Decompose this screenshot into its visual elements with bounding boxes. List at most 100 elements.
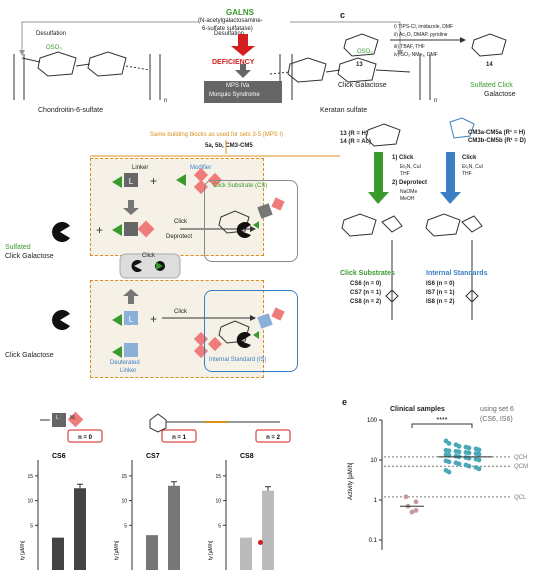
galns-sub2: 6-sulfate sulfatase) <box>202 26 253 32</box>
scatter-point <box>456 443 462 449</box>
clinical-note2: (CS6, IS6) <box>480 416 513 423</box>
y-tick-label: 10 <box>27 499 33 505</box>
cs7-label: CS7 (n = 1) <box>350 290 382 296</box>
react-click-cond2: THF <box>400 171 410 177</box>
react2-click: Click <box>462 155 477 161</box>
panel-e-label: e <box>342 397 348 407</box>
y-tick-label: 15 <box>121 474 127 480</box>
bar <box>74 488 86 570</box>
svg-text:L: L <box>129 315 134 324</box>
sulfated-label-2: Click Galactose <box>5 253 54 260</box>
react-deprotect-cond2: MeOH <box>400 196 415 202</box>
react2-cond2: THF <box>462 171 472 177</box>
y-tick-label: 10 <box>370 458 377 464</box>
so3-label-right: OSO₃ <box>357 49 373 55</box>
y-tick-label: 5 <box>124 523 127 529</box>
panel-c-svg <box>341 33 507 320</box>
scatter-point <box>456 449 462 455</box>
cs6-label: CS6 (n = 0) <box>350 281 382 287</box>
click-label-lower: Click <box>174 309 187 315</box>
click-galactose-label: Click Galactose <box>5 352 54 359</box>
n-label: n = 2 <box>266 435 281 441</box>
step-4: iv) SO₃·NMe₃, DMF <box>394 52 438 58</box>
cmp-14: 14 <box>486 62 493 68</box>
bar <box>146 535 158 570</box>
is8-label: IS8 (n = 2) <box>426 299 455 305</box>
react2-cond1: Et₃N, CuI <box>462 164 483 170</box>
react-click: 1) Click <box>392 155 414 161</box>
scatter-point <box>413 507 419 513</box>
n-label-box <box>67 429 103 443</box>
building-block-icons: L + + L + <box>52 167 256 359</box>
scatter-point <box>476 451 482 457</box>
svg-text:+: + <box>96 223 103 237</box>
y-tick-label: 100 <box>367 418 378 424</box>
cs-box: Click Substrate (CS) <box>204 180 298 262</box>
galns-sub1: (N-acetylgalactosamine- <box>198 18 263 24</box>
cs-title: Click Substrates <box>340 270 395 277</box>
y-axis-label: ty [µM/h] <box>20 540 26 560</box>
sulfated-click-1: Sulfated Click <box>470 82 513 89</box>
scatter-point <box>413 499 419 505</box>
legend-m: M₁ <box>70 415 76 421</box>
is-box: Internal Standard (IS) <box>204 290 298 372</box>
chondroitin-label: Chondroitin-6-sulfate <box>38 107 103 114</box>
disease-name: MPS IVa <box>226 83 250 89</box>
cmp-13: 13 <box>356 62 363 68</box>
is7-label: IS7 (n = 1) <box>426 290 455 296</box>
significance-bracket <box>411 423 473 428</box>
linker-label: Linker <box>132 165 149 171</box>
click-label-middle: Click <box>142 253 155 259</box>
n-label-1: n <box>164 98 168 104</box>
scatter-point <box>466 450 472 456</box>
n-label-2: n <box>434 98 438 104</box>
y-tick-label: 5 <box>218 523 221 529</box>
lower-dash-box <box>90 280 264 378</box>
bar <box>262 490 274 570</box>
clinical-title: Clinical samples <box>390 406 445 413</box>
scatter-point <box>403 494 409 500</box>
modifier-label: Modifier <box>190 165 212 171</box>
scatter-point <box>466 463 472 469</box>
step-3: iii) TBAF, THF <box>394 44 425 50</box>
r-line-2: 14 (R = Ac) <box>340 139 371 145</box>
mid-scheme-svg <box>90 140 340 157</box>
scatter-point <box>446 441 452 446</box>
y-axis-label: ty [µM/h] <box>208 540 214 560</box>
galns-scheme-svg <box>13 21 431 100</box>
is-title: Internal Standards <box>426 270 488 277</box>
disease-syndrome: Morquio Syndrome <box>209 92 260 98</box>
cma-line-2: CM3b-CM5b (R¹ = D) <box>468 138 526 144</box>
scatter-point <box>476 457 482 463</box>
scatter-point <box>466 445 472 451</box>
so3-label-left: OSO₃ <box>46 45 62 51</box>
bar-chart-title: CS7 <box>146 453 160 460</box>
qc-label: QCL <box>514 495 527 501</box>
svg-text:+: + <box>150 312 157 326</box>
panel-d-legend <box>40 411 280 433</box>
cs8-label: CS8 (n = 2) <box>350 299 382 305</box>
scatter-point <box>446 448 452 454</box>
deuterated-label-2: Linker <box>120 368 137 374</box>
panel-c-label: c <box>340 10 346 20</box>
n-label: n = 0 <box>78 435 93 441</box>
y-tick-label: 10 <box>215 499 221 505</box>
step-1: i) TIPS-Cl, imidazole, DMF <box>394 24 454 30</box>
disease-box: MPS IVa Morquio Syndrome <box>204 81 282 103</box>
building-note: Same building blocks as used for sets 3-… <box>150 132 284 138</box>
is-box-label: Internal Standard (IS) <box>209 357 267 363</box>
legend-l: L <box>56 415 59 421</box>
step-2: ii) Ac₂O, DMAP, pyridine <box>394 32 448 38</box>
n-label: n = 1 <box>172 435 187 441</box>
n-label-box <box>161 429 197 443</box>
scatter-point <box>409 509 415 515</box>
svg-text:L: L <box>129 177 134 186</box>
y-tick-label: 15 <box>215 474 221 480</box>
galns-title: GALNS <box>226 8 254 17</box>
r-line-1: 13 (R = H) <box>340 131 368 137</box>
scatter-point <box>476 466 482 472</box>
y-tick-label: 1 <box>374 498 378 504</box>
significance-stars: **** <box>437 417 448 424</box>
